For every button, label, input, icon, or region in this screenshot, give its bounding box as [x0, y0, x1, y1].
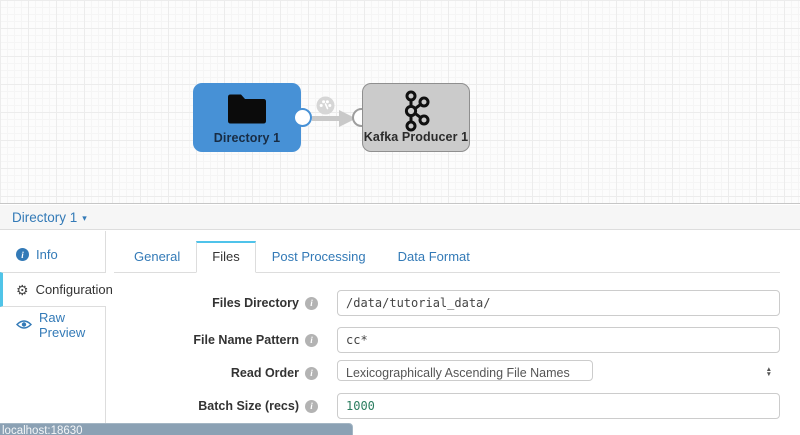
info-icon[interactable]: i — [305, 399, 318, 413]
panel-sidebar: i Info ⚙ Configuration Raw Preview — [0, 231, 113, 435]
file-name-pattern-input[interactable] — [337, 327, 780, 353]
field-label: Batch Size (recs) — [198, 399, 299, 413]
field-row-file-name-pattern: File Name Pattern i — [114, 327, 780, 353]
info-icon[interactable]: i — [305, 296, 318, 310]
field-row-files-directory: Files Directory i — [114, 290, 780, 316]
config-tabs: General Files Post Processing Data Forma… — [114, 241, 780, 273]
stream-metrics-icon — [315, 95, 336, 121]
sidebar-item-label: Raw Preview — [39, 309, 86, 340]
sidebar-item-raw-preview[interactable]: Raw Preview — [0, 307, 106, 342]
info-icon[interactable]: i — [305, 333, 318, 347]
folder-icon — [226, 93, 268, 130]
kafka-icon — [401, 90, 431, 137]
chevron-down-icon: ▾ — [82, 212, 87, 223]
sidebar-item-label: Configuration — [35, 282, 113, 297]
field-label: File Name Pattern — [193, 333, 299, 347]
batch-size-input[interactable] — [337, 393, 780, 419]
info-icon: i — [16, 248, 29, 261]
node-directory[interactable]: Directory 1 — [193, 83, 301, 152]
stage-selector-bar: Directory 1 ▾ — [0, 205, 800, 230]
browser-status-bar: localhost:18630 — [0, 423, 353, 435]
gear-icon: ⚙ — [16, 281, 29, 298]
tab-files[interactable]: Files — [196, 241, 256, 273]
field-label: Read Order — [230, 366, 299, 380]
tab-general[interactable]: General — [134, 249, 181, 264]
select-stepper-icon: ▲▼ — [765, 366, 772, 378]
field-label: Files Directory — [212, 296, 299, 310]
stage-selector-label: Directory 1 — [12, 209, 78, 225]
node-label: Directory 1 — [213, 131, 281, 145]
field-row-read-order: Read Order i Lexicographically Ascending… — [114, 360, 780, 382]
eye-icon — [16, 319, 32, 330]
connection-arrow-icon[interactable] — [312, 106, 357, 136]
sidebar-item-label: Info — [36, 247, 58, 262]
output-port[interactable] — [293, 108, 312, 127]
tab-data-format[interactable]: Data Format — [397, 249, 470, 264]
config-content: General Files Post Processing Data Forma… — [106, 231, 800, 435]
pipeline-canvas[interactable]: Directory 1 — [0, 0, 800, 204]
stage-config-panel: i Info ⚙ Configuration Raw Preview Gener… — [0, 231, 800, 435]
info-icon[interactable]: i — [305, 366, 318, 380]
files-directory-input[interactable] — [337, 290, 780, 316]
files-config-form: Files Directory i File Name Pattern i Re… — [114, 290, 780, 419]
status-url: localhost:18630 — [2, 425, 83, 435]
read-order-select[interactable]: Lexicographically Ascending File Names — [337, 360, 593, 381]
sidebar-item-configuration[interactable]: ⚙ Configuration — [0, 272, 113, 307]
node-kafka-producer[interactable]: Kafka Producer 1 — [362, 83, 470, 152]
stage-selector-dropdown[interactable]: Directory 1 ▾ — [12, 210, 87, 225]
node-label: Kafka Producer 1 — [363, 130, 469, 144]
tab-post-processing[interactable]: Post Processing — [271, 249, 366, 264]
field-row-batch-size: Batch Size (recs) i — [114, 393, 780, 419]
sidebar-item-info[interactable]: i Info — [0, 237, 106, 272]
